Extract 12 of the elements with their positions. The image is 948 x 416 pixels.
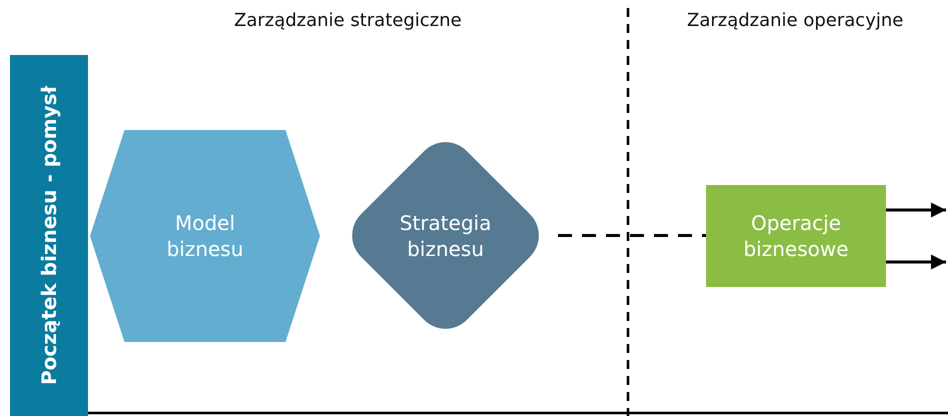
node-label: Strategia biznesu <box>398 210 492 262</box>
section-heading: Zarządzanie strategiczne <box>234 10 462 31</box>
node-label: Model biznesu <box>166 210 244 262</box>
hexagon-shape <box>90 130 320 342</box>
section-heading: Zarządzanie operacyjne <box>687 10 904 31</box>
connector-line <box>558 234 706 237</box>
arrow <box>886 202 946 218</box>
vertical-bar <box>10 55 88 416</box>
node-label: Początek biznesu - pomysł <box>36 86 62 386</box>
process-box <box>706 185 886 287</box>
node-label: Operacje biznesowe <box>742 210 850 262</box>
arrow <box>886 254 946 270</box>
